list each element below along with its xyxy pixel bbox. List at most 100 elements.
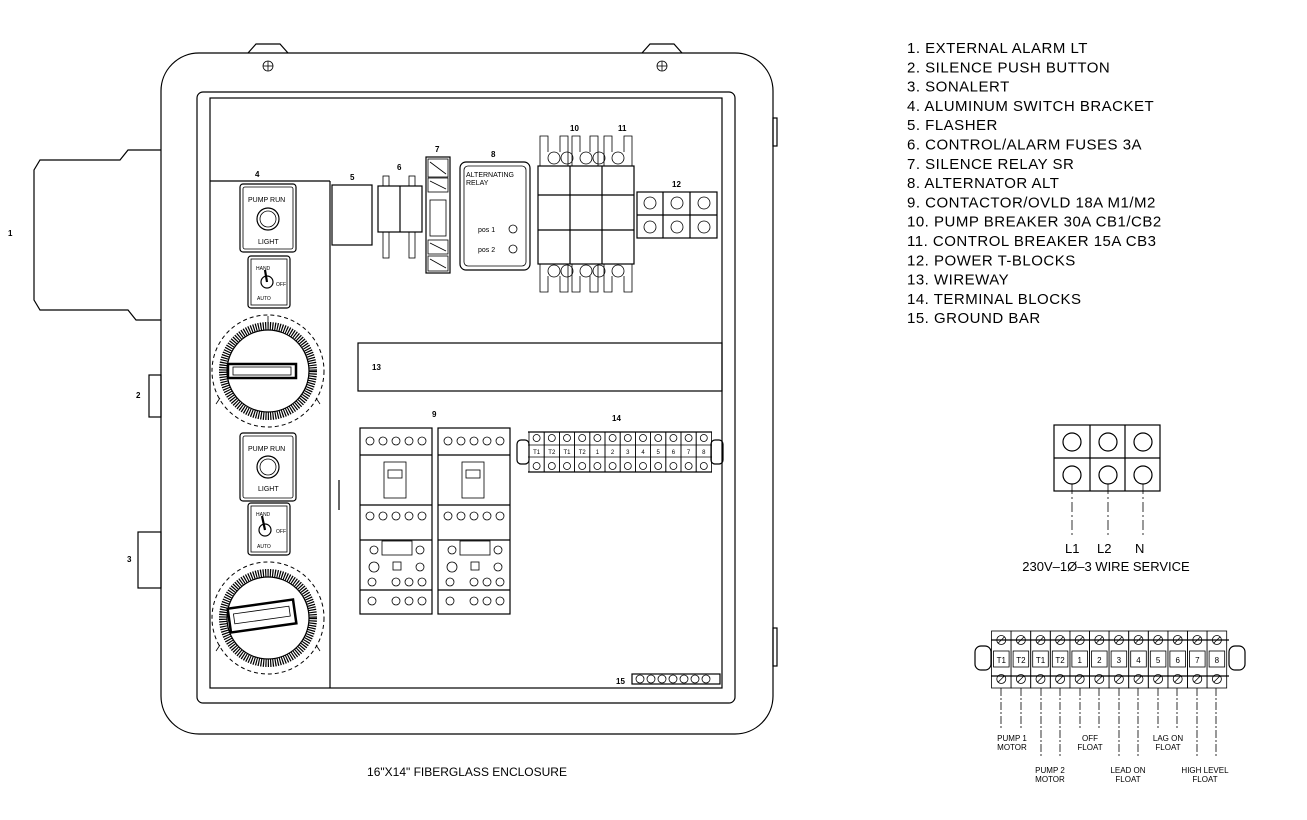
contactor-2	[437, 427, 511, 615]
terminal-label: T1	[563, 450, 571, 456]
flasher	[331, 184, 373, 246]
terminal-screw	[593, 462, 602, 470]
enclosure-body	[160, 43, 778, 735]
pump-run-label-1: PUMP RUN	[248, 197, 285, 204]
callout-3: 3	[127, 555, 132, 564]
switch-bracket	[210, 180, 331, 688]
callout-15: 15	[616, 677, 625, 686]
terminal-screw	[669, 462, 678, 470]
terminal-screw	[654, 462, 663, 470]
strip-screw	[1074, 674, 1085, 684]
terminal-screw	[699, 462, 708, 470]
terminal-label: 7	[687, 450, 691, 456]
strip-screw-slot	[998, 675, 1005, 683]
fuses	[377, 175, 423, 259]
strip-screw	[1212, 674, 1222, 684]
legend-item: 10. PUMP BREAKER 30A CB1/CB2	[907, 214, 1162, 231]
strip-screw	[1212, 635, 1222, 645]
terminal-label: 2	[611, 450, 615, 456]
l2-label: L2	[1097, 541, 1111, 556]
terminal-screw	[654, 434, 663, 442]
lead-float-label-a: LEAD ON	[1110, 766, 1145, 775]
high-float-label-a: HIGH LEVEL	[1181, 766, 1229, 775]
legend-item: 4. ALUMINUM SWITCH BRACKET	[907, 98, 1154, 115]
strip-label-box	[1091, 650, 1108, 668]
strip-screw-slot	[1017, 675, 1025, 683]
strip-screw-slot	[1154, 675, 1162, 683]
power-block-detail	[1053, 424, 1161, 538]
callout-7: 7	[435, 145, 440, 154]
terminal-label: 5	[657, 450, 661, 456]
strip-label: T1	[997, 656, 1007, 665]
callout-1: 1	[8, 229, 13, 238]
breaker-dial-1	[211, 314, 325, 428]
strip-label-box	[1189, 650, 1206, 668]
strip-screw	[1074, 635, 1085, 645]
strip-screw-slot	[1174, 636, 1181, 644]
strip-screw-slot	[998, 636, 1005, 644]
breakers	[537, 135, 635, 293]
terminal-screw	[532, 462, 541, 470]
terminal-label: 3	[626, 450, 630, 456]
strip-label-box	[1169, 650, 1186, 668]
strip-screw	[1016, 674, 1026, 684]
strip-screw-slot	[1174, 675, 1181, 683]
legend-item: 6. CONTROL/ALARM FUSES 3A	[907, 137, 1142, 154]
strip-screw	[996, 635, 1007, 645]
pos2-label: pos 2	[478, 247, 495, 254]
strip-screw	[1035, 635, 1046, 645]
strip-screw	[1192, 635, 1203, 645]
strip-label: 7	[1195, 656, 1200, 665]
legend-item: 11. CONTROL BREAKER 15A CB3	[907, 233, 1156, 250]
terminal-screw	[563, 434, 571, 442]
terminal-screw	[593, 434, 602, 442]
strip-label: T1	[1036, 656, 1046, 665]
strip-label: 2	[1097, 656, 1102, 665]
hoa-switch-2	[247, 502, 291, 556]
strip-screw-slot	[1135, 675, 1142, 683]
l1-label: L1	[1065, 541, 1079, 556]
strip-label: 8	[1215, 656, 1220, 665]
terminal-label: 6	[672, 450, 676, 456]
strip-screw	[1055, 674, 1065, 684]
legend: 1. EXTERNAL ALARM LT2. SILENCE PUSH BUTT…	[907, 40, 1162, 327]
lag-float-label-b: FLOAT	[1155, 743, 1180, 752]
callout-12: 12	[672, 180, 681, 189]
n-label: N	[1135, 541, 1144, 556]
strip-label: 5	[1156, 656, 1161, 665]
terminal-screw	[578, 434, 587, 442]
callout-9: 9	[432, 410, 437, 419]
pump-run-light-2	[239, 432, 297, 502]
terminal-screw	[639, 434, 647, 442]
strip-label: T2	[1016, 656, 1026, 665]
light-label-2: LIGHT	[258, 486, 279, 493]
terminal-screw	[623, 434, 632, 442]
strip-screw	[1192, 674, 1203, 684]
silence-relay	[425, 156, 451, 274]
auto-label-2: AUTO	[257, 544, 271, 550]
callout-5: 5	[350, 173, 355, 182]
terminal-screw	[608, 462, 617, 470]
terminal-label: 4	[641, 450, 645, 456]
alternator-relay	[459, 161, 531, 271]
strip-screw-slot	[1096, 675, 1103, 683]
sonalert	[137, 531, 162, 589]
strip-screw-slot	[1076, 636, 1083, 644]
callout-14: 14	[612, 414, 621, 423]
strip-label-box	[993, 650, 1010, 668]
terminal-screw	[669, 434, 678, 442]
terminal-screw	[547, 462, 556, 470]
relay-label: RELAY	[466, 180, 489, 187]
pump1-label-b: MOTOR	[997, 743, 1027, 752]
strip-screw	[1094, 635, 1105, 645]
off-float-label-a: OFF	[1082, 734, 1098, 743]
wireway	[357, 342, 723, 392]
strip-screw-slot	[1037, 636, 1044, 644]
strip-label: 3	[1117, 656, 1122, 665]
callout-13: 13	[372, 363, 381, 372]
terminal-strip-wires	[1000, 688, 1217, 758]
strip-label-box	[1012, 650, 1030, 668]
strip-screw	[1133, 635, 1144, 645]
strip-label-box	[1208, 650, 1226, 668]
